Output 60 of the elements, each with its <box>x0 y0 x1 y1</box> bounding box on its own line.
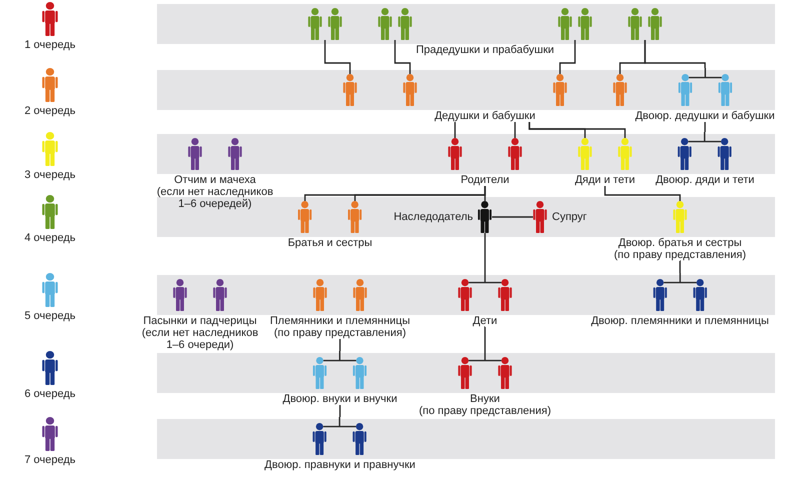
connector-line <box>339 339 341 351</box>
person-icon <box>403 74 417 106</box>
person-pair-icon <box>378 8 412 40</box>
legend-label: 4 очередь <box>24 232 76 244</box>
person-icon <box>553 74 567 106</box>
person-icon <box>448 138 462 170</box>
legend-label: 6 очередь <box>24 388 76 400</box>
note-label: (по праву представления) <box>614 249 746 261</box>
person-icon <box>618 138 632 170</box>
relative-label: Внуки <box>470 393 500 405</box>
connector-line <box>484 186 486 201</box>
connector-line <box>679 260 681 273</box>
relative-label: Братья и сестры <box>288 237 372 249</box>
connector-line <box>528 122 626 138</box>
relative-label: Дети <box>472 315 498 327</box>
legend-label: 7 очередь <box>24 454 76 466</box>
relative-label: Племянники и племянницы <box>270 315 410 327</box>
person-icon <box>348 201 362 233</box>
relative-label: Дедушки и бабушки <box>434 110 536 122</box>
connector-line <box>704 122 706 132</box>
connector-line <box>604 186 681 201</box>
relative-label: Наследодатель <box>394 211 473 223</box>
person-pair-icon <box>308 8 342 40</box>
person-icon <box>578 138 592 170</box>
relative-label: Супруг <box>552 211 587 223</box>
relative-label: Двоюр. правнуки и правнучки <box>264 459 416 471</box>
connector-line <box>559 40 576 74</box>
note-label: (по праву представления) <box>274 327 406 339</box>
note-label: (если нет наследников 1–6 очереди) <box>140 327 260 351</box>
note-label: (если нет наследников 1–6 очередей) <box>156 186 274 210</box>
connector-line <box>492 216 533 218</box>
relative-label: Прадедушки и прабабушки <box>416 44 554 56</box>
relative-label: Пасынки и падчерицы <box>143 315 257 327</box>
relative-label: Дяди и тети <box>574 174 636 186</box>
connector-line <box>644 40 706 68</box>
person-icon <box>508 138 522 170</box>
person-icon <box>613 74 627 106</box>
relative-label: Двоюр. дедушки и бабушки <box>635 110 775 122</box>
relative-label: Родители <box>460 174 510 186</box>
relative-label: Двоюр. внуки и внучки <box>282 393 398 405</box>
person-icon <box>298 201 312 233</box>
relative-label: Двоюр. дяди и тети <box>656 174 754 186</box>
connector-line <box>454 122 456 138</box>
connector-line <box>394 40 411 74</box>
legend-label: 2 очередь <box>24 105 76 117</box>
note-label: (по праву представления) <box>419 405 551 417</box>
person-icon <box>343 74 357 106</box>
connector-line <box>324 40 351 74</box>
connector-line <box>484 233 486 273</box>
connector-line <box>514 122 516 138</box>
person-pair-icon <box>558 8 592 40</box>
legend-label: 1 очередь <box>24 39 76 51</box>
person-pair-icon <box>628 8 662 40</box>
relative-label: Двоюр. племянники и племянницы <box>591 315 769 327</box>
connector-line <box>484 326 486 351</box>
legend-label: 5 очередь <box>24 310 76 322</box>
relative-label: Двоюр. братья и сестры <box>618 237 742 249</box>
connector-line <box>339 405 341 417</box>
legend-label: 3 очередь <box>24 169 76 181</box>
relative-label: Отчим и мачеха <box>174 174 256 186</box>
